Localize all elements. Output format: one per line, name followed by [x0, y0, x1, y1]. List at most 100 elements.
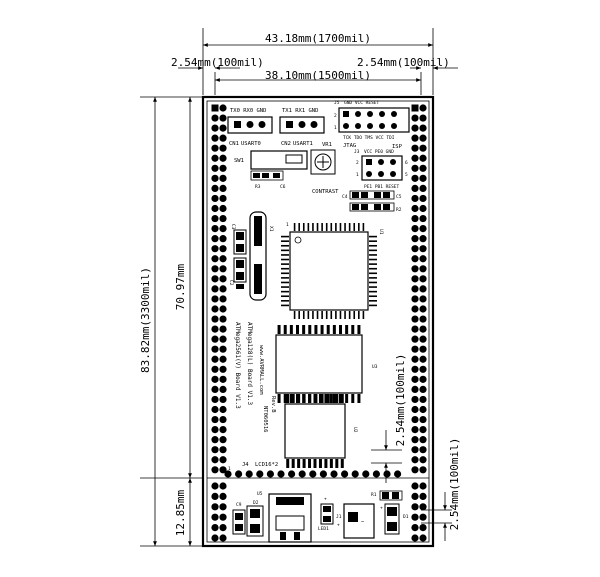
header-pin	[219, 415, 227, 424]
header-pin	[411, 492, 419, 500]
lcd-header-pin	[235, 470, 243, 478]
header-pin	[211, 275, 219, 283]
u1-pin	[325, 311, 328, 319]
lcd-header-pin	[330, 470, 338, 478]
header-pins-left	[211, 104, 227, 474]
header-pin	[411, 204, 419, 213]
r2-label: R2	[396, 207, 402, 213]
header-pin	[219, 285, 227, 293]
u2-pin	[340, 394, 344, 403]
header-pin	[211, 325, 219, 333]
j4-label: J4	[242, 462, 249, 468]
u3-label: U3	[372, 364, 378, 370]
header-pin	[411, 503, 419, 511]
header-pin	[211, 395, 219, 404]
u2-pin	[308, 459, 312, 468]
header-pin	[411, 144, 419, 152]
u2-pin	[291, 459, 295, 468]
u1-pin	[298, 311, 300, 319]
header-pin	[211, 375, 219, 383]
header-pin	[419, 524, 427, 532]
u1-pin	[302, 311, 305, 319]
lcd-header-pin	[277, 470, 285, 478]
header-pin	[211, 405, 219, 414]
c2-label: C2	[228, 280, 234, 286]
u2-pin	[318, 394, 322, 403]
u3-pin	[308, 325, 312, 334]
title-line2: ATMega2561(V) Board V1.3	[234, 322, 241, 409]
header-pin	[419, 395, 427, 404]
lcd-header-pin	[351, 470, 359, 478]
header-pin	[211, 204, 219, 213]
u1-pin	[293, 223, 296, 231]
plus-label-2: +	[337, 523, 340, 528]
header-pin	[211, 295, 219, 303]
u1-pin	[307, 223, 310, 231]
header-pin	[211, 194, 219, 203]
d2-label: D2	[253, 500, 259, 506]
header-pin-square	[211, 104, 219, 112]
u1-pin	[307, 311, 310, 319]
header-pin	[411, 164, 419, 172]
u3-pin	[332, 394, 336, 403]
u1-pin	[281, 281, 289, 284]
header-pin	[419, 482, 427, 490]
u1-pin	[362, 223, 365, 231]
header-pin	[411, 325, 419, 333]
j1-label: J1	[336, 514, 342, 520]
u1-pin	[281, 263, 289, 265]
u2-pin	[324, 459, 328, 468]
u1-pin	[353, 311, 356, 319]
header-pin	[219, 204, 227, 213]
header-pin	[411, 355, 419, 363]
isp-top-pins: VCC PE0 GND	[364, 149, 394, 155]
u3-pin	[345, 394, 349, 403]
pitch-right-label: 2.54mm(100mil)	[448, 438, 461, 531]
uart-connectors: TX0 RX0 GND TX1 RX1 GND CN1 USART0 CN2 U…	[227, 108, 325, 147]
u1-pin	[335, 311, 337, 319]
header-pin	[419, 355, 427, 363]
header-pin	[211, 255, 219, 263]
lcd-label: LCD16*2	[255, 462, 278, 468]
lcd-header-pin	[288, 470, 296, 478]
header-pin	[219, 184, 227, 192]
header-pin	[419, 114, 427, 122]
isp-pin6-label: 6	[405, 160, 408, 166]
uart1-pin-label: TX1 RX1 GND	[282, 108, 318, 114]
u1-pin	[298, 223, 300, 231]
header-pin	[411, 275, 419, 283]
c4-label: C4	[342, 194, 348, 200]
inner-width-label: 38.10mm(1500mil)	[265, 69, 371, 82]
header-pin	[219, 104, 227, 112]
header-pin	[419, 345, 427, 353]
u2-pin	[297, 394, 301, 403]
header-pin	[211, 534, 219, 542]
header-pin	[219, 235, 227, 243]
header-pin	[211, 492, 219, 500]
jtag-bottom-pins: TCK TDO TMS VCC TDI	[343, 135, 395, 141]
header-pin	[411, 426, 419, 434]
header-pin	[419, 365, 427, 373]
header-pin	[411, 265, 419, 273]
header-pin	[211, 184, 219, 192]
u1-pin	[281, 300, 289, 302]
header-pin	[419, 405, 427, 414]
u1-label: U1	[378, 229, 384, 235]
header-pin	[219, 305, 227, 313]
header-pin	[219, 245, 227, 253]
u1-pin	[339, 223, 342, 231]
header-pin	[411, 405, 419, 414]
j3-label: J3	[354, 149, 360, 155]
header-pin	[219, 456, 227, 464]
header-pin	[411, 524, 419, 532]
u2-pin	[324, 394, 328, 403]
u1-pin	[348, 223, 351, 231]
header-pin	[219, 426, 227, 434]
u1-pin	[321, 223, 323, 231]
contrast-pot: VR1 CONTRAST	[310, 142, 339, 195]
header-pin	[411, 513, 419, 521]
u1-pin	[369, 304, 377, 307]
header-pin	[211, 225, 219, 233]
header-pin	[411, 482, 419, 490]
u2-pin	[313, 459, 317, 468]
